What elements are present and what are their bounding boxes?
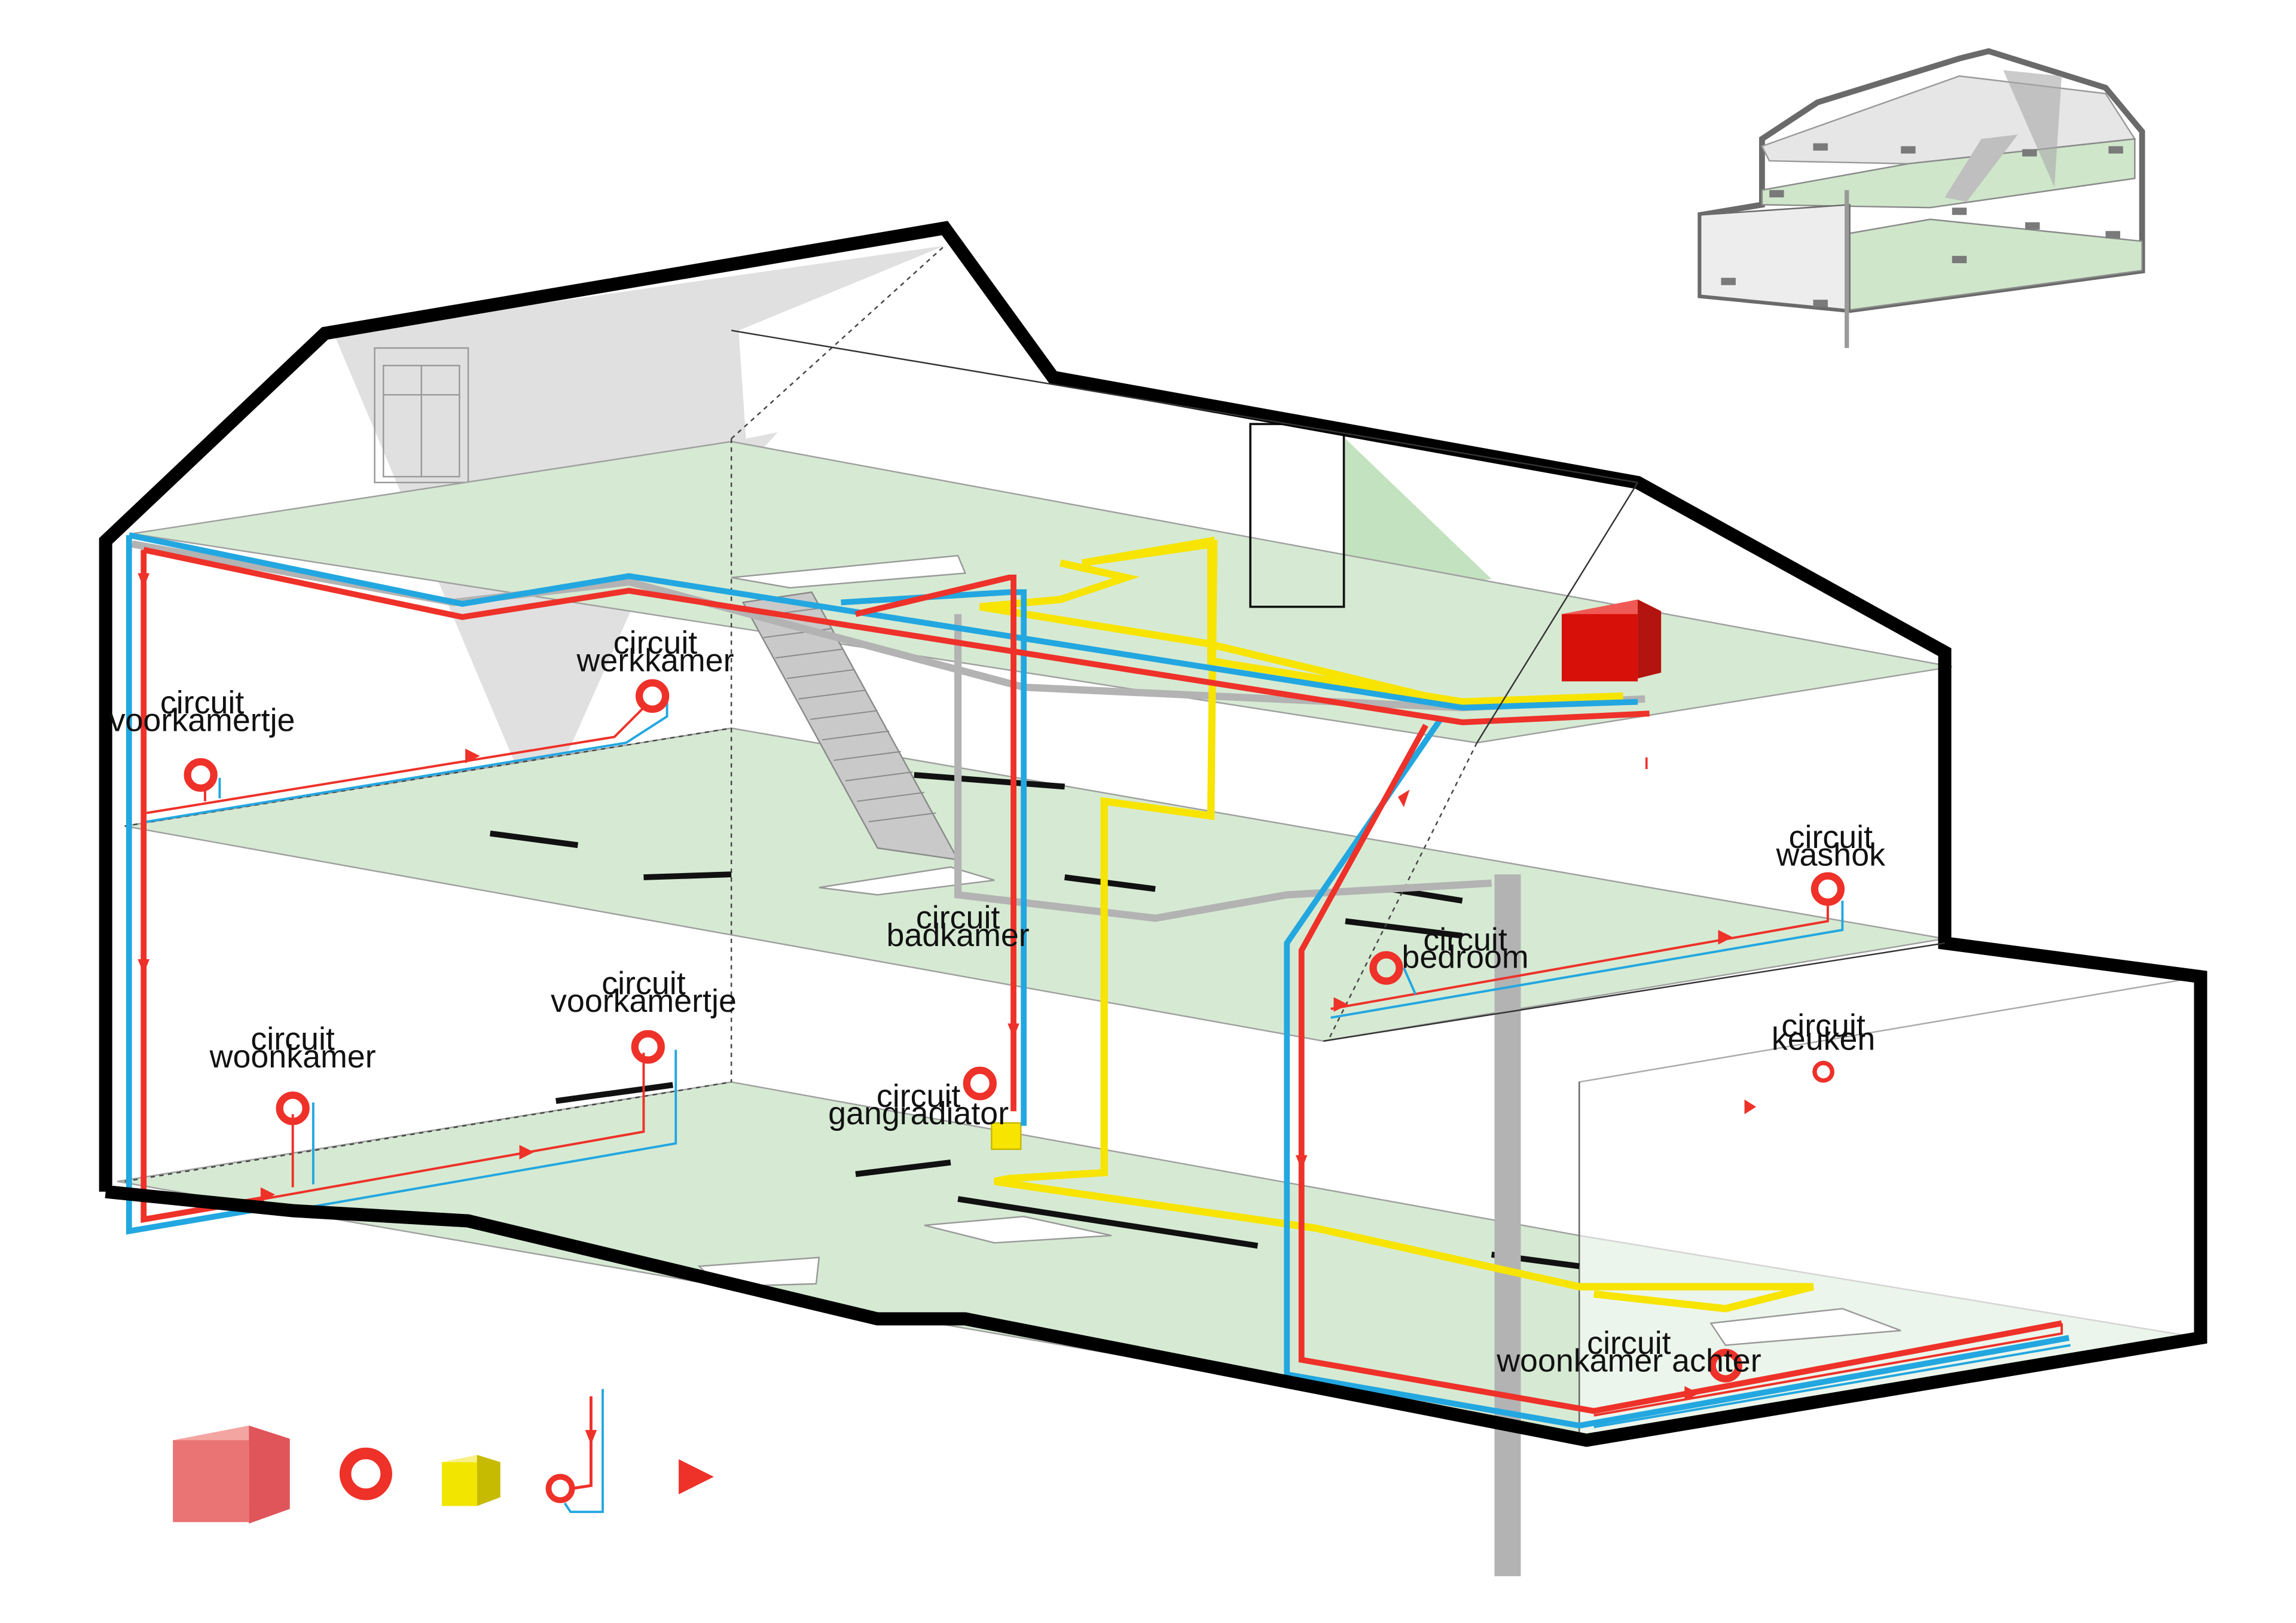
circuit-label-line1: circuit <box>1789 819 1873 855</box>
circuit-label-line1: circuit <box>613 625 697 661</box>
circuit-labels: circuit werkkamer circuit voorkamertje c… <box>109 625 1885 1379</box>
flow-arrow-icon <box>1007 1023 1019 1038</box>
circuit-label-line1: circuit <box>251 1021 334 1057</box>
radiator-ring-icon <box>1708 1349 1742 1383</box>
flow-arrow-icon <box>138 573 150 588</box>
flow-arrow-icon <box>1398 789 1410 807</box>
flow-arrow-icon <box>260 1187 276 1202</box>
circuit-label-line1: circuit <box>1587 1325 1671 1361</box>
attic-floor <box>132 441 1952 744</box>
legend-circuit-connection-icon <box>545 1389 604 1514</box>
circuit-label-line2: gangradiator <box>828 1096 1009 1131</box>
flow-arrows <box>138 573 1757 1401</box>
radiator-ring-icon <box>276 1091 310 1125</box>
radiators <box>184 679 1845 1383</box>
supply-pipes <box>141 547 2063 1414</box>
circuit-label-line2: woonkamer achter <box>1496 1343 1761 1378</box>
legend-radiator-ring-icon <box>339 1447 392 1500</box>
circuit-label-line1: circuit <box>1423 922 1507 957</box>
flow-arrow-icon <box>465 748 480 764</box>
radiator-ring-icon <box>1369 951 1403 985</box>
dormer-window-icon <box>374 347 469 484</box>
circuit-label-line1: circuit <box>160 685 244 721</box>
circuit-label-line1: circuit <box>916 900 1000 936</box>
radiator-ring-icon <box>963 1066 997 1100</box>
legend <box>173 1389 714 1524</box>
yellow-pipe <box>979 536 1814 1313</box>
flow-arrow-icon <box>519 1145 535 1160</box>
radiator-ring-icon <box>636 679 670 713</box>
flow-arrow-icon <box>1718 930 1733 945</box>
flow-arrow-icon <box>1744 1099 1757 1115</box>
circuit-label-line2: bedroom <box>1402 939 1528 975</box>
construction-lines <box>124 245 1478 1182</box>
circuit-label-line2: voorkamertje <box>551 983 737 1019</box>
chimney-column <box>1494 874 1521 1576</box>
flow-arrow-icon <box>1333 997 1348 1012</box>
circuit-label-line2: woonkamer <box>209 1039 376 1075</box>
boiler-cube-icon <box>1561 599 1662 682</box>
radiator-ring-icon <box>184 758 218 792</box>
house-outline <box>99 221 2208 1447</box>
circuit-label-line1: circuit <box>1781 1008 1865 1044</box>
circuit-label-line2: badkamer <box>887 917 1030 953</box>
radiator-ring-icon <box>1812 1060 1834 1083</box>
gangradiator-unit <box>991 1122 1022 1151</box>
first-floor <box>124 727 1945 1042</box>
circuit-label-line2: voorkamertje <box>109 703 295 739</box>
circuit-label-line2: werkkamer <box>576 642 734 678</box>
circuit-label-line1: circuit <box>877 1078 960 1114</box>
key-plan-thumbnail <box>1697 48 2145 348</box>
radiator-ring-icon <box>1810 872 1845 906</box>
legend-flow-direction-arrow-icon <box>679 1459 714 1494</box>
circuit-label-line2: washok <box>1776 837 1885 872</box>
flow-arrow-icon <box>138 959 150 974</box>
flow-arrow-icon <box>1295 1155 1308 1170</box>
circuit-label-line2: keuken <box>1772 1021 1875 1057</box>
legend-yellow-cube-icon <box>442 1454 500 1506</box>
floors <box>117 441 2202 1441</box>
circuit-branches <box>146 698 2071 1429</box>
radiator-ring-icon <box>631 1030 665 1064</box>
circuit-label-line1: circuit <box>602 966 685 1002</box>
flow-arrow-icon <box>1684 1386 1699 1401</box>
house-roof-edges <box>731 330 1945 1042</box>
legend-boiler-cube-icon <box>173 1425 290 1524</box>
